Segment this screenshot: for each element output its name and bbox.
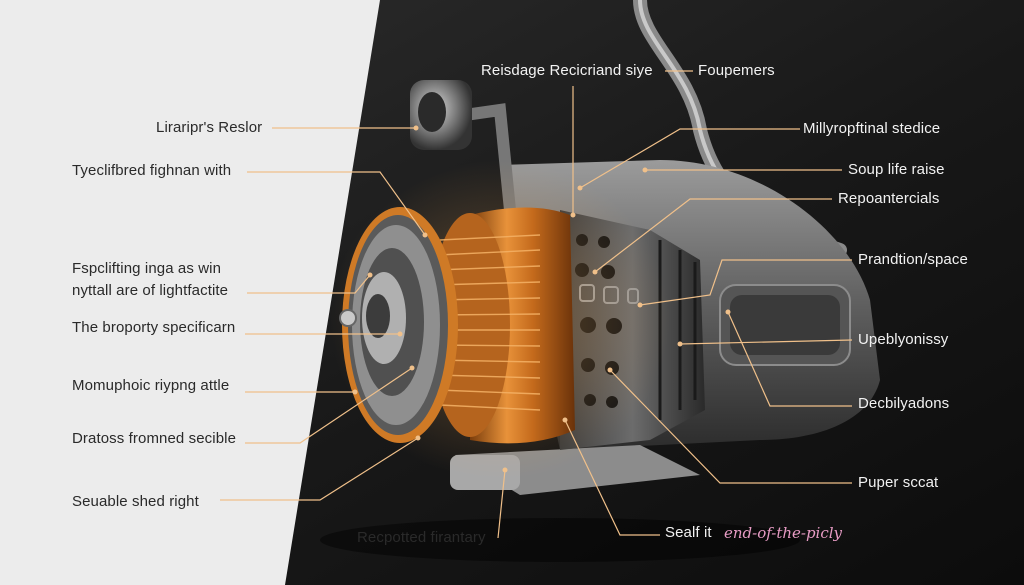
label-right-2: Millyropftinal stedice (803, 120, 941, 137)
label-right-7: Decbilyadons (858, 395, 950, 412)
label-left-1: Lirarірr's Reslor (156, 119, 263, 136)
label-left-7: Dratoss fromned secible (72, 430, 237, 447)
label-right-6: Upeblyonissy (858, 331, 949, 348)
label-top: Reisdage Recicriand siye (481, 62, 653, 79)
label-left-3: Fspclifting inga as win (72, 260, 222, 277)
label-right-3: Soup life raise (848, 161, 945, 178)
label-left-6: Momuphoic riypng attle (72, 377, 230, 394)
label-left-5: The broporty specificarn (72, 319, 236, 336)
label-right-1: Foupemers (698, 62, 775, 79)
label-bottom-right-script: end-of-the-picly (724, 524, 843, 542)
label-bottom-right: Sealf it (665, 524, 712, 541)
label-right-8: Puper sccat (858, 474, 939, 491)
label-left-8: Seuable shed right (72, 493, 199, 510)
label-right-4: Repoantercials (838, 190, 940, 207)
label-left-2: Tyeclifbred fighnan with (72, 162, 232, 179)
label-right-5: Prandtion/space (858, 251, 968, 268)
label-left-4: nyttall are of lightfactite (72, 282, 229, 299)
label-bottom-center: Recpotted firantary (357, 529, 486, 546)
